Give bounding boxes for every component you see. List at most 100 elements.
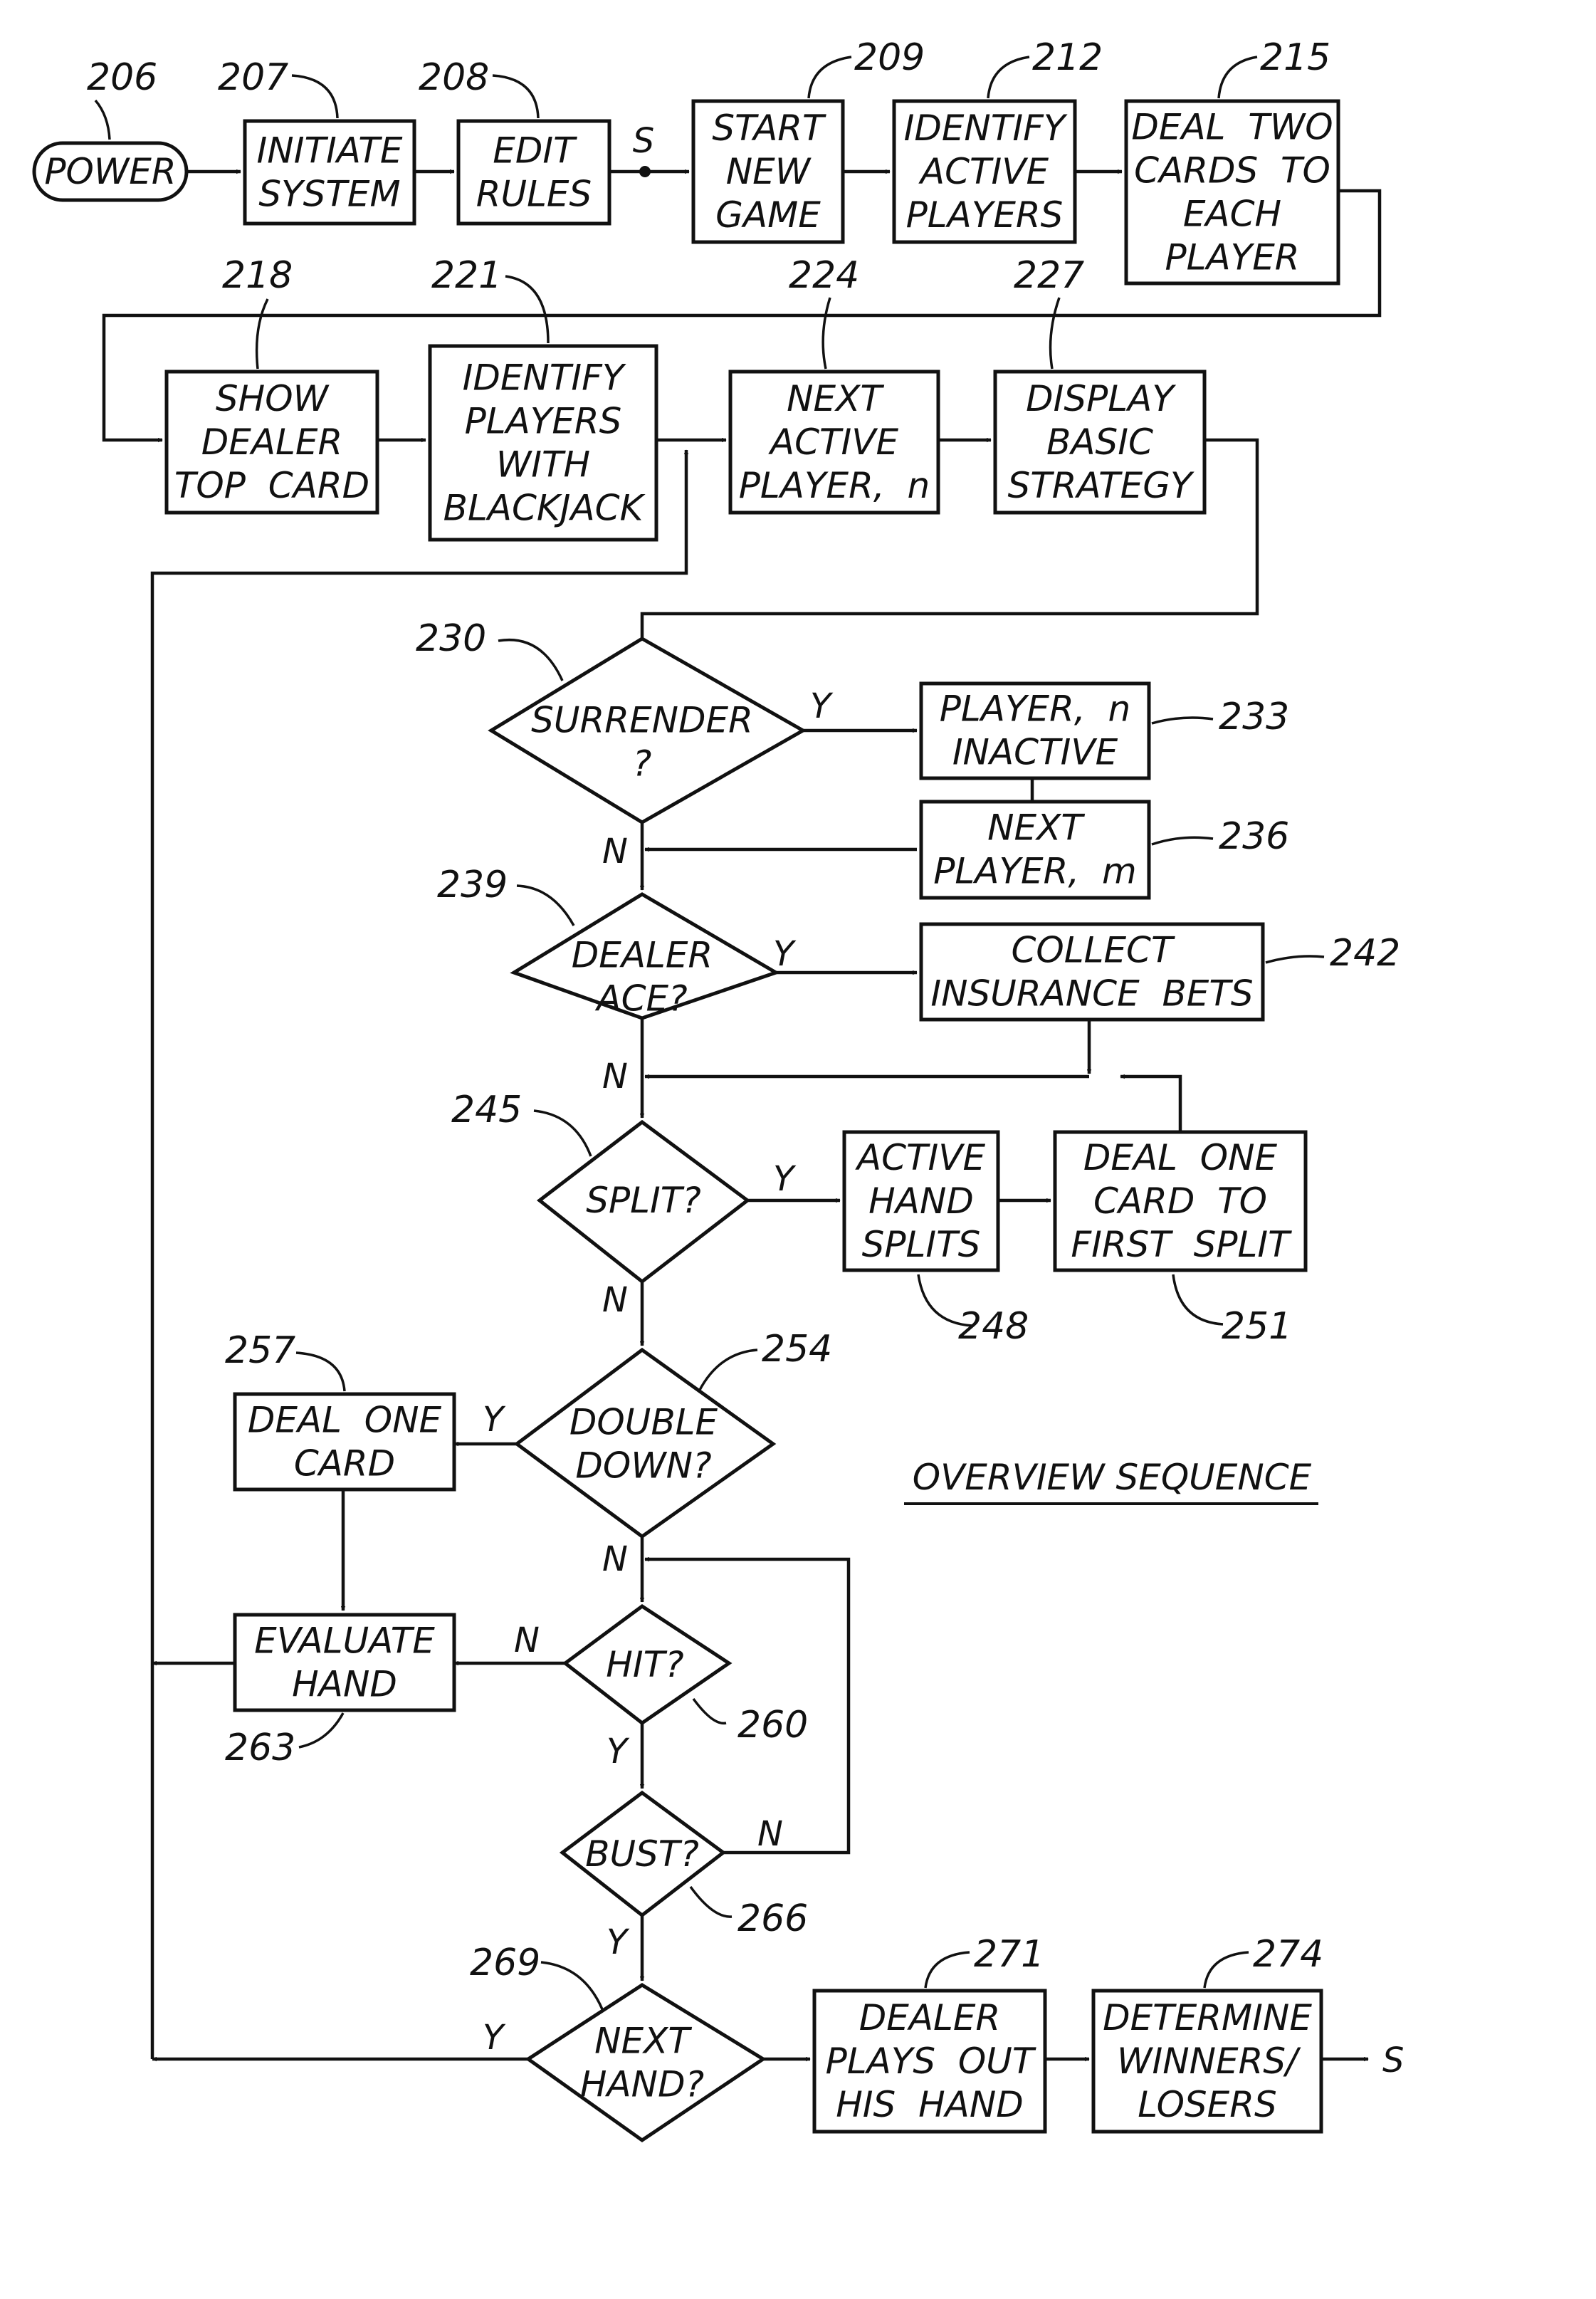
leader-209 — [809, 57, 851, 98]
leader-lines — [95, 57, 1324, 2009]
node-double-down — [517, 1350, 773, 1536]
node-label-dealer-plays-line-1: DEALER — [859, 1997, 1001, 2038]
ref-271: 271 — [974, 1933, 1044, 1976]
ref-239: 239 — [437, 864, 508, 906]
node-label-edit-rules-line-2: RULES — [476, 174, 592, 215]
leader-221 — [505, 276, 548, 343]
node-label-determine-line-2: WINNERS/ — [1117, 2041, 1301, 2082]
caption: OVERVIEW SEQUENCE — [904, 1457, 1318, 1504]
node-label-collect-ins-line-2: INSURANCE BETS — [930, 973, 1253, 1015]
ref-236: 236 — [1219, 815, 1289, 858]
leader-239 — [517, 886, 574, 926]
leader-269 — [541, 1962, 602, 2009]
label-dealerace-no: N — [602, 1057, 628, 1096]
node-label-show-dealer-top-line-3: TOP CARD — [174, 465, 369, 506]
node-label-identify-bj-line-4: BLACKJACK — [443, 488, 646, 529]
node-label-show-dealer-top-line-2: DEALER — [201, 421, 343, 463]
ref-274: 274 — [1253, 1933, 1323, 1976]
node-label-start-new-game-line-3: GAME — [715, 194, 821, 236]
label-doubledown-yes: Y — [483, 1400, 506, 1440]
ref-263: 263 — [225, 1727, 295, 1769]
node-label-start-new-game-line-1: START — [712, 108, 826, 149]
node-label-show-dealer-top-line-1: SHOW — [216, 378, 330, 419]
node-label-evaluate-hand-line-1: EVALUATE — [254, 1620, 435, 1662]
node-label-edit-rules-line-1: EDIT — [493, 130, 577, 172]
leader-236 — [1152, 837, 1213, 844]
node-next-hand — [528, 1985, 763, 2140]
ref-224: 224 — [789, 254, 859, 297]
node-label-surrender-line-2: ? — [633, 743, 652, 785]
leader-245 — [534, 1111, 591, 1156]
node-label-next-player-m-line-2: PLAYER, m — [933, 851, 1136, 892]
node-label-deal-two-cards-line-1: DEAL TWO — [1131, 107, 1333, 148]
ref-227: 227 — [1014, 254, 1084, 297]
node-label-deal-one-split-line-1: DEAL ONE — [1083, 1137, 1278, 1178]
ref-212: 212 — [1032, 36, 1103, 79]
leader-263 — [299, 1713, 343, 1747]
node-label-deal-two-cards-line-4: PLAYER — [1165, 237, 1299, 278]
label-split-no: N — [602, 1280, 628, 1320]
node-label-power-line-1: POWER — [44, 151, 176, 192]
node-label-active-splits-line-1: ACTIVE — [855, 1137, 986, 1178]
ref-215: 215 — [1260, 36, 1330, 79]
ref-254: 254 — [762, 1328, 832, 1371]
edge-dealfirst-loop — [1120, 1077, 1180, 1132]
leader-274 — [1204, 1952, 1249, 1988]
ref-245: 245 — [451, 1089, 522, 1131]
leader-227 — [1051, 298, 1059, 369]
node-label-deal-one-split-line-2: CARD TO — [1093, 1180, 1267, 1222]
ref-248: 248 — [958, 1305, 1029, 1348]
leader-206 — [95, 100, 110, 140]
label-split-yes: Y — [773, 1159, 797, 1199]
node-label-active-splits-line-2: HAND — [868, 1180, 974, 1222]
leader-260 — [693, 1699, 726, 1723]
ref-221: 221 — [431, 254, 502, 297]
ref-230: 230 — [416, 617, 486, 660]
node-label-active-splits-line-3: SPLITS — [862, 1224, 981, 1265]
ref-208: 208 — [419, 56, 489, 99]
node-label-identify-active-line-2: ACTIVE — [918, 151, 1049, 192]
leader-215 — [1219, 57, 1257, 98]
ref-242: 242 — [1330, 932, 1400, 975]
ref-218: 218 — [222, 254, 293, 297]
node-label-next-hand-line-2: HAND? — [580, 2064, 704, 2105]
node-label-bust-line-1: BUST? — [585, 1833, 699, 1875]
leader-233 — [1152, 718, 1213, 723]
leader-257 — [296, 1353, 345, 1391]
node-label-identify-bj-line-3: WITH — [496, 444, 590, 486]
node-label-collect-ins-line-1: COLLECT — [1011, 930, 1175, 971]
node-label-dealer-plays-line-2: PLAYS OUT — [826, 2041, 1036, 2082]
node-label-display-basic-line-3: STRATEGY — [1007, 465, 1194, 506]
node-label-deal-two-cards-line-2: CARDS TO — [1134, 150, 1330, 192]
connector-s-end: S — [1382, 2041, 1404, 2080]
node-label-player-inactive-line-2: INACTIVE — [952, 732, 1118, 773]
node-labels: POWERINITIATESYSTEMEDITRULESSTARTNEWGAME… — [44, 107, 1333, 2126]
node-label-dealer-ace-line-1: DEALER — [572, 935, 713, 976]
leader-254 — [699, 1350, 757, 1391]
node-label-player-inactive-line-1: PLAYER, n — [940, 688, 1130, 730]
ref-206: 206 — [87, 56, 157, 99]
node-label-surrender-line-1: SURRENDER — [531, 700, 753, 741]
node-label-next-active-line-2: ACTIVE — [768, 421, 899, 463]
node-label-double-down-line-1: DOUBLE — [569, 1402, 718, 1443]
ref-209: 209 — [854, 36, 925, 79]
node-label-identify-bj-line-1: IDENTIFY — [463, 357, 626, 399]
ref-266: 266 — [737, 1897, 808, 1940]
leader-266 — [691, 1887, 732, 1917]
leader-230 — [498, 640, 562, 681]
leader-251 — [1173, 1274, 1223, 1324]
label-bust-yes: Y — [607, 1922, 630, 1962]
label-bust-no: N — [757, 1814, 783, 1854]
node-label-deal-one-card-line-1: DEAL ONE — [248, 1400, 442, 1441]
ref-257: 257 — [225, 1329, 295, 1372]
leader-218 — [257, 299, 268, 369]
label-nexthand-yes: Y — [483, 2018, 506, 2058]
node-label-dealer-ace-line-2: ACE? — [594, 978, 687, 1020]
node-label-next-hand-line-1: NEXT — [594, 2021, 692, 2062]
node-label-display-basic-line-1: DISPLAY — [1026, 378, 1176, 419]
connector-dot-s — [639, 166, 651, 177]
figure-caption: OVERVIEW SEQUENCE — [913, 1457, 1312, 1498]
node-label-double-down-line-2: DOWN? — [575, 1445, 711, 1487]
label-surrender-no: N — [602, 832, 628, 871]
